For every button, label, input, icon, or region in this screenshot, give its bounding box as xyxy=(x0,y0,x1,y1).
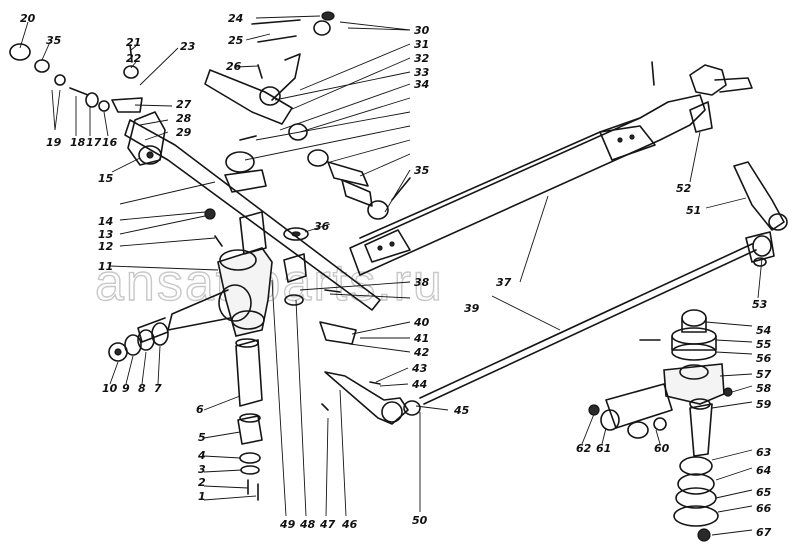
callout-34: 34 xyxy=(414,78,429,91)
callout-54: 54 xyxy=(756,324,771,337)
front-axle-beam xyxy=(349,61,753,276)
callout-7: 7 xyxy=(154,382,162,395)
callout-64: 64 xyxy=(756,464,771,477)
leader-lines xyxy=(19,15,763,536)
callout-14: 14 xyxy=(98,215,113,228)
callout-32: 32 xyxy=(414,52,430,65)
callout-15: 15 xyxy=(98,172,114,185)
callout-60: 60 xyxy=(654,442,670,455)
callout-35-left: 35 xyxy=(46,34,62,47)
tie-rod-end-left xyxy=(319,321,421,425)
callout-6: 6 xyxy=(196,403,204,416)
hub-washers xyxy=(108,322,169,362)
callout-38: 38 xyxy=(414,276,430,289)
callout-21: 21 xyxy=(126,36,141,49)
callout-57: 57 xyxy=(756,368,772,381)
callout-58: 58 xyxy=(756,382,772,395)
tie-rod xyxy=(419,235,772,405)
steering-gear-assembly xyxy=(588,309,733,542)
callout-39: 39 xyxy=(464,302,480,315)
callout-4: 4 xyxy=(197,449,206,462)
callout-19: 19 xyxy=(46,136,62,149)
callout-30: 30 xyxy=(414,24,430,37)
callout-61: 61 xyxy=(596,442,611,455)
callout-20: 20 xyxy=(20,12,36,25)
callout-11: 11 xyxy=(98,260,113,273)
callout-62: 62 xyxy=(576,442,592,455)
callout-40: 40 xyxy=(413,316,430,329)
callout-22: 22 xyxy=(126,52,142,65)
callout-45: 45 xyxy=(453,404,470,417)
callout-56: 56 xyxy=(756,352,772,365)
callout-63: 63 xyxy=(756,446,772,459)
callout-12: 12 xyxy=(98,240,114,253)
callout-33: 33 xyxy=(414,66,430,79)
callout-23: 23 xyxy=(180,40,196,53)
callout-46: 46 xyxy=(341,518,358,531)
right-steering-arm xyxy=(733,161,788,267)
callout-2: 2 xyxy=(198,476,206,489)
callout-1: 1 xyxy=(198,490,206,503)
callout-50: 50 xyxy=(412,514,428,527)
callout-24: 24 xyxy=(228,12,243,25)
callout-42: 42 xyxy=(413,346,430,359)
callout-47: 47 xyxy=(319,518,336,531)
callout-28: 28 xyxy=(176,112,192,125)
callout-67: 67 xyxy=(756,526,772,539)
callout-18: 18 xyxy=(70,136,86,149)
callout-16: 16 xyxy=(102,136,118,149)
callout-65: 65 xyxy=(756,486,772,499)
callout-13: 13 xyxy=(98,228,114,241)
callout-17: 17 xyxy=(86,136,102,149)
callout-8: 8 xyxy=(138,382,146,395)
callout-35-right: 35 xyxy=(414,164,430,177)
callout-52: 52 xyxy=(676,182,692,195)
callout-55: 55 xyxy=(756,338,772,351)
callout-29: 29 xyxy=(176,126,192,139)
callout-25: 25 xyxy=(228,34,244,47)
callout-26: 26 xyxy=(226,60,242,73)
callout-66: 66 xyxy=(756,502,772,515)
callout-27: 27 xyxy=(176,98,192,111)
callout-9: 9 xyxy=(122,382,130,395)
left-steering-knuckle xyxy=(137,247,273,343)
callout-53: 53 xyxy=(752,298,768,311)
callout-43: 43 xyxy=(411,362,428,375)
callout-36: 36 xyxy=(314,220,330,233)
kingpin-assembly xyxy=(235,338,263,501)
callout-41: 41 xyxy=(413,332,429,345)
callout-5: 5 xyxy=(198,431,206,444)
callout-31: 31 xyxy=(414,38,429,51)
callout-3: 3 xyxy=(198,463,206,476)
callout-37: 37 xyxy=(496,276,512,289)
callout-48: 48 xyxy=(299,518,316,531)
callout-59: 59 xyxy=(756,398,772,411)
callout-49: 49 xyxy=(279,518,296,531)
callout-10: 10 xyxy=(102,382,118,395)
callout-labels: 1 2 3 4 5 6 7 8 9 10 11 12 13 14 15 16 1… xyxy=(20,12,772,539)
callout-51: 51 xyxy=(686,204,701,217)
callout-44: 44 xyxy=(411,378,427,391)
